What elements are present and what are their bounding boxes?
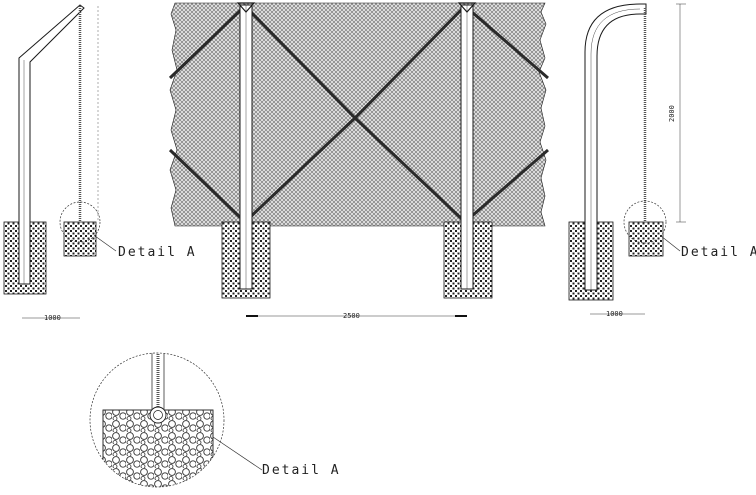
right-side-view: 2000 1000 Detail A	[568, 3, 756, 318]
left-detail-marker	[59, 201, 101, 243]
left-front-post	[221, 2, 271, 299]
center-width-dim: 2500	[343, 312, 360, 320]
left-post	[18, 4, 85, 285]
front-view: 2500	[168, 2, 549, 320]
right-small-footing	[628, 221, 664, 257]
detail-anchor-ring	[149, 406, 167, 424]
right-detail-label: Detail A	[681, 245, 756, 260]
detail-bottom-label: Detail A	[262, 463, 341, 478]
left-detail-label: Detail A	[118, 245, 197, 260]
right-width-dim: 1000	[606, 310, 623, 318]
detail-boundary-circle	[89, 352, 225, 488]
left-small-footing	[63, 221, 97, 257]
diagonal-bracing	[168, 3, 549, 225]
right-detail-marker	[623, 200, 667, 244]
detail-a-enlarged: Detail A	[89, 352, 341, 488]
right-front-post	[443, 2, 493, 299]
left-side-view: 2000 1000 Detail A	[3, 4, 197, 322]
left-width-dim: 1000	[44, 314, 61, 322]
right-height-dim: 2000	[668, 105, 676, 122]
